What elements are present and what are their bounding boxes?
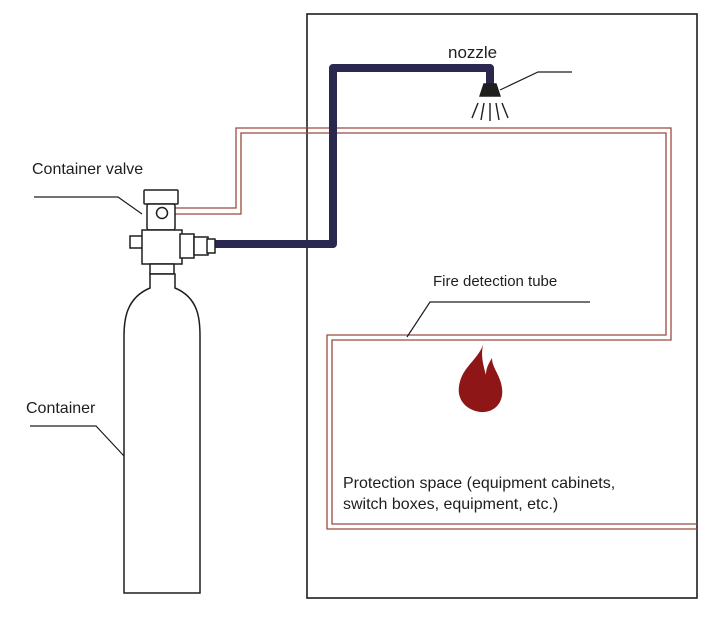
container-leader-line — [30, 425, 125, 457]
container-label: Container — [26, 400, 96, 417]
protection-space-cabinet — [306, 13, 698, 599]
flame-icon — [458, 342, 503, 413]
container-valve-leader-line — [34, 196, 143, 215]
discharge-hose — [214, 64, 494, 248]
protection-space-label-line-2: switch boxes, equipment, etc.) — [343, 496, 559, 513]
container-valve-label: Container valve — [32, 161, 144, 178]
fire-detection-tube-label: Fire detection tube — [433, 273, 558, 290]
container-cylinder-icon — [123, 273, 201, 594]
protection-space-label-line-1: Protection space (equipment cabinets, — [343, 475, 616, 492]
nozzle-label: nozzle — [448, 43, 498, 62]
container-valve-icon — [129, 189, 216, 275]
fire-detection-tube — [173, 127, 697, 530]
protection-space-label: Protection space (equipment cabinets, sw… — [343, 473, 703, 515]
nozzle-leader-line — [499, 71, 572, 91]
nozzle-icon — [471, 83, 509, 121]
fire-detection-tube-leader-line — [406, 301, 590, 338]
